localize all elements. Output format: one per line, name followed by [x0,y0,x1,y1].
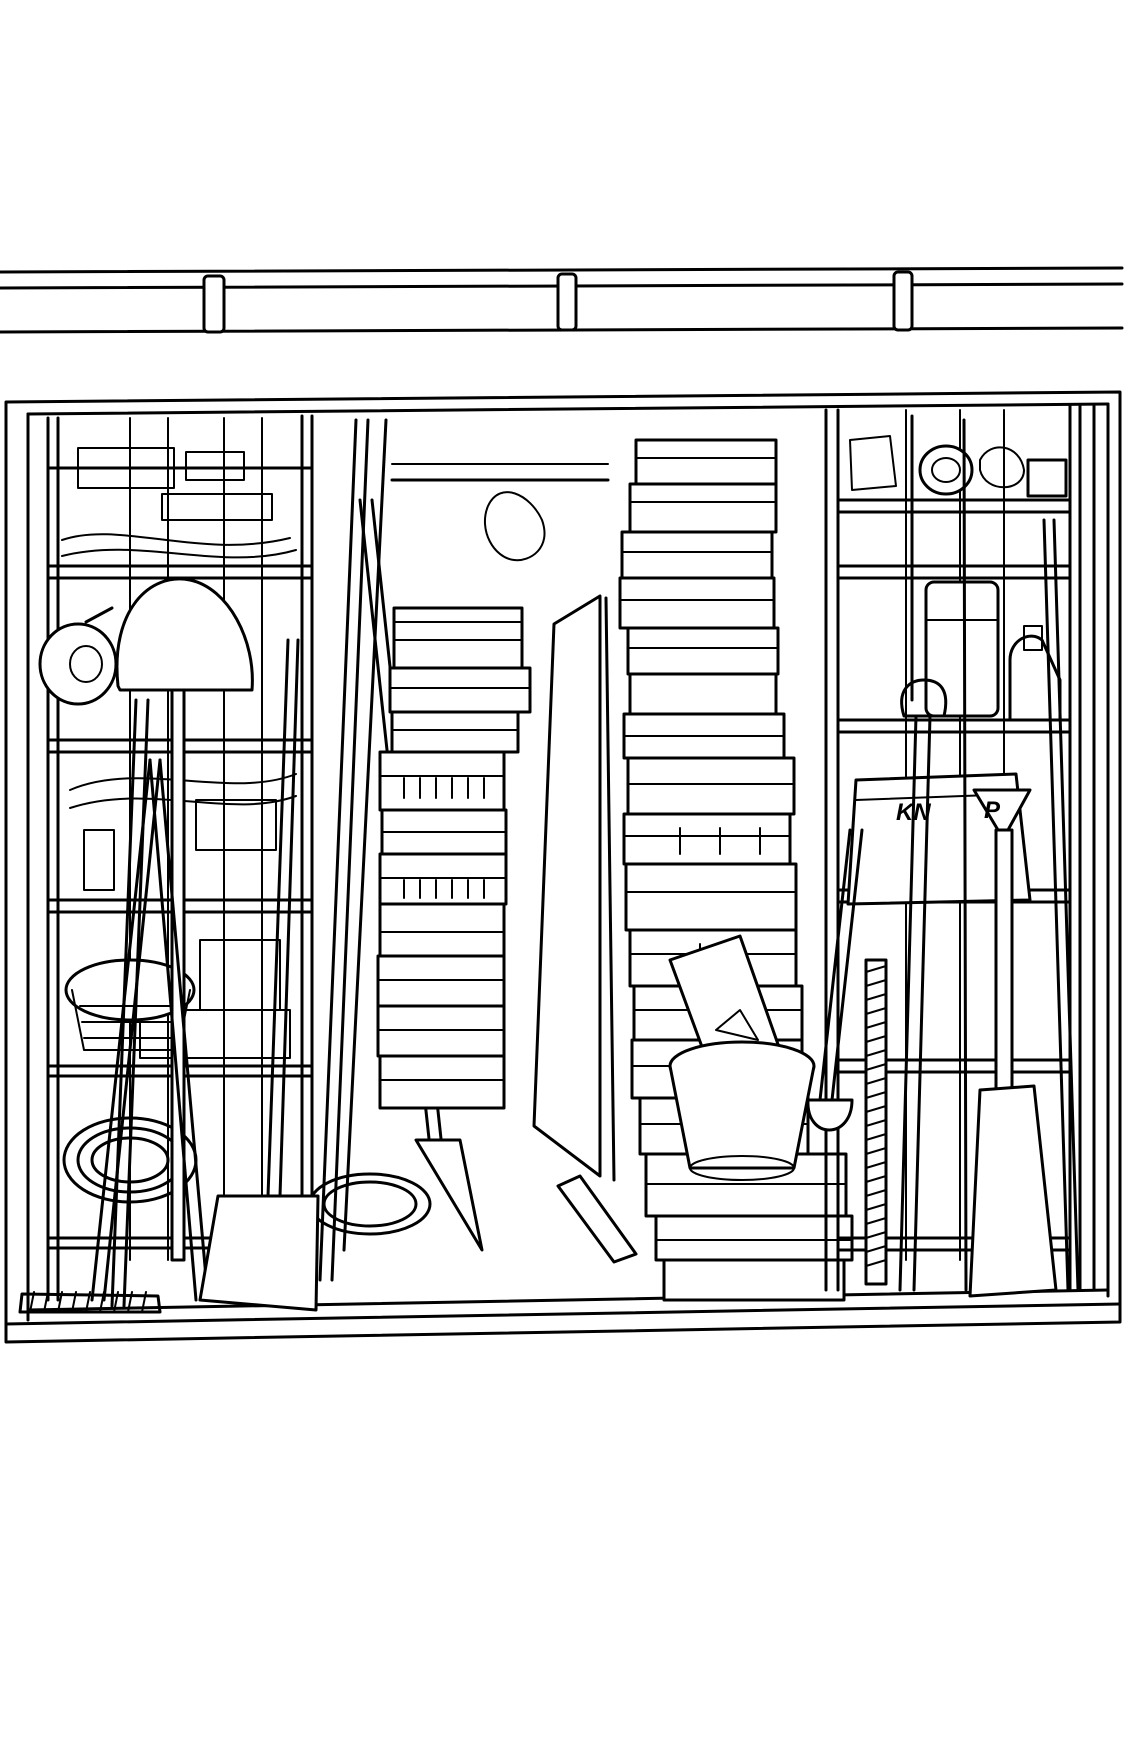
pallet-marking: P [984,797,1001,824]
storage-box [924,580,1000,718]
middle-crate-stack [376,606,532,1110]
left-tool-handles [110,418,388,1308]
leaning-board [532,594,638,1264]
garden-spade: P [968,788,1058,1298]
rake [18,758,162,1314]
doorway-frame [4,390,1122,1344]
spray-bottle [1008,625,1062,722]
d-grip-tool [898,678,948,1292]
threaded-rod [864,958,888,1286]
back-wall [390,463,610,562]
plunger [806,828,864,1132]
right-crate-stack [618,438,854,1302]
wheel [38,606,118,706]
gutter-rail [0,266,1124,334]
right-tool-handles [910,414,1080,1292]
rail-bracket-left [202,274,226,334]
bucket [668,1040,816,1181]
flat-shovel [198,638,320,1312]
rail-bracket-middle [556,272,578,332]
rail-bracket-right [892,270,914,332]
